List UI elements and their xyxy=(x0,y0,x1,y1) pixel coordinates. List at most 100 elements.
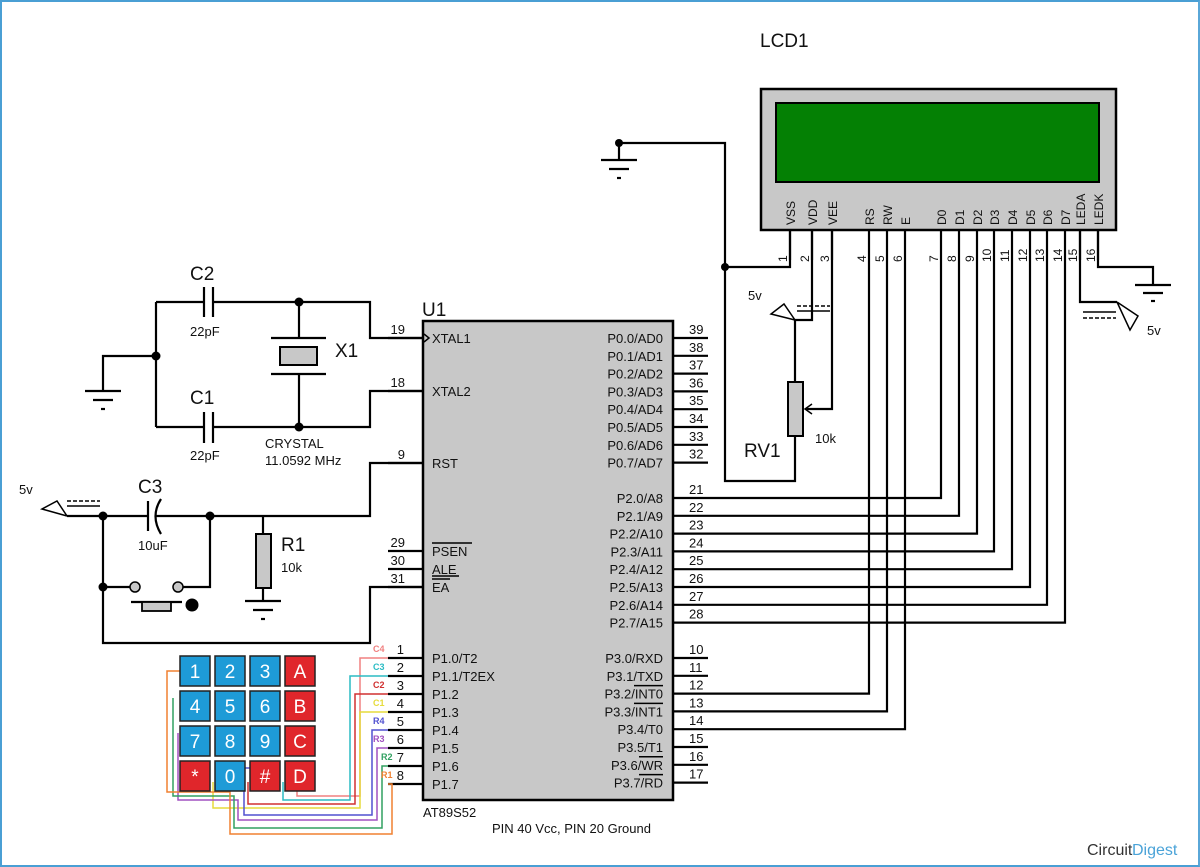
supply-5v-lcd: 5v xyxy=(748,288,830,321)
lcd-pin-name: D0 xyxy=(935,209,949,225)
supply-5v-leda: 5v xyxy=(1083,301,1161,338)
mcu-pin-number: 3 xyxy=(397,678,404,693)
mcu-pin-name: P3.5/T1 xyxy=(617,740,663,755)
key-7[interactable] xyxy=(179,725,211,757)
mcu-pin-number: 25 xyxy=(689,553,703,568)
mcu-pin-name: XTAL2 xyxy=(432,384,471,399)
key-D[interactable] xyxy=(284,760,316,792)
mcu-pin-name: P0.0/AD0 xyxy=(607,331,663,346)
key-hash[interactable] xyxy=(249,760,281,792)
lcd-pin-number: 7 xyxy=(927,255,941,262)
ground-symbol xyxy=(601,139,637,180)
mcu-pin-name: P0.5/AD5 xyxy=(607,420,663,435)
key-0[interactable] xyxy=(214,760,246,792)
mcu-pin-name: P2.0/A8 xyxy=(617,491,663,506)
rw-line xyxy=(708,260,889,713)
key-label: 9 xyxy=(260,732,271,753)
key-6[interactable] xyxy=(249,690,281,722)
key-4[interactable] xyxy=(179,690,211,722)
mcu-pin-number: 28 xyxy=(689,607,703,622)
mcu-pin-name: P2.3/A11 xyxy=(610,544,663,559)
mcu-pin-name: P2.5/A13 xyxy=(610,580,664,595)
key-label: D xyxy=(293,767,307,788)
supply-label-leda: 5v xyxy=(1147,323,1161,338)
key-5[interactable] xyxy=(214,690,246,722)
mcu-pin-name: P1.7 xyxy=(432,777,459,792)
keypad-line-label: R2 xyxy=(381,752,393,762)
c3-ref: C3 xyxy=(138,477,162,498)
lcd-ref-label: LCD1 xyxy=(760,31,809,52)
key-label: # xyxy=(260,767,271,788)
key-label: A xyxy=(294,662,307,683)
mcu-body xyxy=(421,319,675,802)
mcu-pin-name: RST xyxy=(432,456,458,471)
mcu-pin-number: 13 xyxy=(689,695,703,710)
keypad-line-label: R1 xyxy=(381,770,393,780)
x1-ref: X1 xyxy=(335,341,358,362)
keypad-wire-c2 xyxy=(247,693,388,805)
mcu-pin-number: 29 xyxy=(391,535,405,550)
mcu-pin-name: P1.3 xyxy=(432,705,459,720)
lcd-screen xyxy=(775,102,1100,183)
key-label: 4 xyxy=(190,697,201,718)
mcu-pin-number: 19 xyxy=(391,322,405,337)
supply-label: 5v xyxy=(748,288,762,303)
mcu-pin-number: 21 xyxy=(689,482,703,497)
key-B[interactable] xyxy=(284,690,316,722)
data-line-d3 xyxy=(708,260,996,553)
lcd-pin-name: E xyxy=(899,217,913,225)
mcu-pin-number: 14 xyxy=(689,713,703,728)
lcd-pin-name: RS xyxy=(863,208,877,225)
mcu-pin-name: P2.2/A10 xyxy=(610,527,664,542)
key-3[interactable] xyxy=(249,655,281,687)
key-C[interactable] xyxy=(284,725,316,757)
data-line-d1 xyxy=(708,260,961,517)
mcu-pin-name: P1.1/T2EX xyxy=(432,669,495,684)
mcu-pin-name: P1.4 xyxy=(432,723,459,738)
mcu-pin-number: 18 xyxy=(391,375,405,390)
mcu-pin-number: 32 xyxy=(689,447,703,462)
mcu-pin-name: P0.3/AD3 xyxy=(607,384,663,399)
mcu-pin-number: 27 xyxy=(689,589,703,604)
c1-value: 22pF xyxy=(190,448,220,463)
key-star[interactable] xyxy=(179,760,211,792)
mcu-pin-name: P0.4/AD4 xyxy=(607,402,663,417)
lcd-pin-name: VDD xyxy=(806,199,820,225)
mcu-pin-name: P2.7/A15 xyxy=(610,616,664,631)
key-1[interactable] xyxy=(179,655,211,687)
key-8[interactable] xyxy=(214,725,246,757)
key-label: 1 xyxy=(190,662,201,683)
keypad-line-label: R3 xyxy=(373,734,385,744)
mcu-pin-name: P0.1/AD1 xyxy=(607,349,663,364)
lcd-module: LCD1 VSS1VDD2VEE3RS4RW5E6D07D18D29D310D4… xyxy=(759,31,1118,262)
key-2[interactable] xyxy=(214,655,246,687)
mcu-pin-number: 36 xyxy=(689,375,703,390)
lcd-pin-name: LEDK xyxy=(1092,194,1106,225)
mcu-pin-number: 17 xyxy=(689,767,703,782)
microcontroller-u1: U1 19XTAL118XTAL29RST29PSEN30ALE31EA1P1.… xyxy=(388,300,708,836)
c2-value: 22pF xyxy=(190,324,220,339)
mcu-pin-number: 12 xyxy=(689,678,703,693)
lcd-pin-number: 11 xyxy=(998,249,1012,262)
lcd-pin-number: 5 xyxy=(873,255,887,262)
r1-ref: R1 xyxy=(281,535,305,556)
r1-value: 10k xyxy=(281,560,302,575)
keypad-wire-r1 xyxy=(166,670,393,835)
keypad-wire-c3 xyxy=(282,675,388,801)
key-label: C xyxy=(293,732,307,753)
mcu-pin-number: 22 xyxy=(689,500,703,515)
rv1-value: 10k xyxy=(815,431,836,446)
key-label: 0 xyxy=(225,767,236,788)
mcu-pin-number: 33 xyxy=(689,429,703,444)
lcd-pin-number: 14 xyxy=(1051,248,1065,262)
key-label: * xyxy=(191,767,199,788)
data-line-d4 xyxy=(708,260,1014,571)
key-9[interactable] xyxy=(249,725,281,757)
vdd-wire xyxy=(793,230,814,382)
key-A[interactable] xyxy=(284,655,316,687)
mcu-pin-number: 34 xyxy=(689,411,703,426)
lcd-pin-number: 16 xyxy=(1084,248,1098,262)
rv1-gnd-wire xyxy=(723,267,797,483)
key-label: 2 xyxy=(225,662,236,683)
